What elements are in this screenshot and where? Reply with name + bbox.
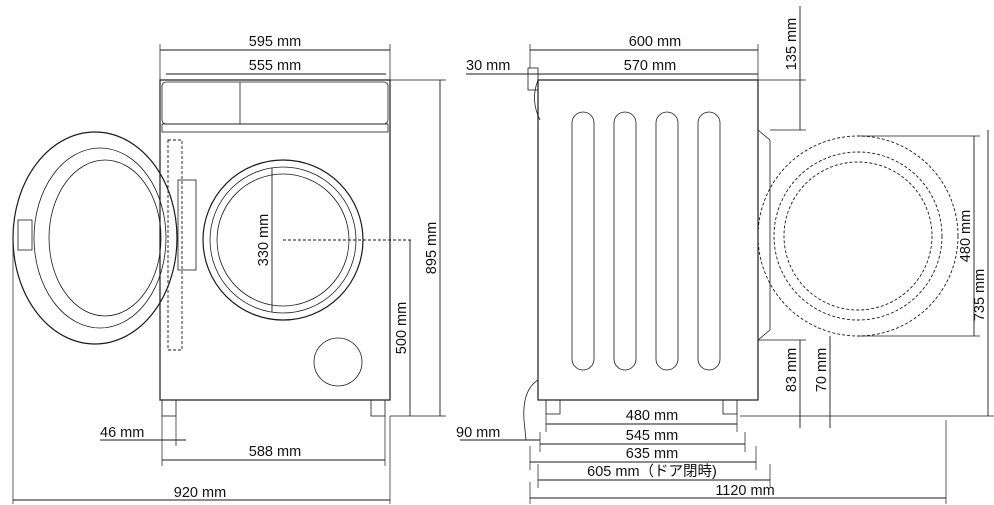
label-635: 635 mm <box>626 446 678 462</box>
filter-cap <box>313 337 363 387</box>
label-480-h: 480 mm <box>626 408 678 424</box>
front-top-panel <box>161 81 389 125</box>
side-back-curve <box>534 79 541 121</box>
front-foot-left <box>161 399 177 417</box>
label-1120: 1120 mm <box>715 483 774 499</box>
label-30: 30 mm <box>466 58 510 74</box>
side-rib-3 <box>655 111 679 371</box>
label-70: 70 mm <box>814 348 830 392</box>
open-door-glass <box>33 147 167 329</box>
door-hinge <box>177 179 197 271</box>
hinge-dashed-outline <box>167 139 183 351</box>
label-135: 135 mm <box>784 18 800 70</box>
label-555: 555 mm <box>249 58 301 74</box>
open-door-outer <box>12 131 178 345</box>
label-735: 735 mm <box>972 269 988 321</box>
side-view <box>523 67 959 441</box>
open-door-dashed-mid <box>773 151 943 321</box>
front-foot-right <box>370 399 386 417</box>
label-595: 595 mm <box>249 34 301 50</box>
open-door-dashed-inner <box>783 161 933 311</box>
side-foot-rear <box>545 399 561 415</box>
label-83: 83 mm <box>784 348 800 392</box>
label-500: 500 mm <box>394 302 410 354</box>
label-588: 588 mm <box>249 444 301 460</box>
open-door-dashed-outer <box>757 135 959 337</box>
open-door-glass-inner <box>48 159 162 317</box>
label-90: 90 mm <box>456 425 500 441</box>
front-dimensions: 595 mm 555 mm 330 mm 895 mm 500 mm 46 mm… <box>12 34 446 504</box>
label-920: 920 mm <box>174 485 226 501</box>
side-rib-4 <box>697 111 721 371</box>
side-rib-2 <box>613 111 637 371</box>
side-foot-front <box>722 399 738 415</box>
front-panel-strip <box>161 123 389 133</box>
label-605: 605 mm（ドア閉時) <box>587 463 717 480</box>
label-600: 600 mm <box>629 34 681 50</box>
side-door-profile <box>757 129 771 341</box>
label-480-v: 480 mm <box>958 210 974 262</box>
side-dimensions: 600 mm 570 mm 30 mm 135 mm 480 mm 735 mm… <box>456 6 994 504</box>
side-rib-1 <box>571 111 595 371</box>
label-46: 46 mm <box>100 425 144 441</box>
label-570: 570 mm <box>624 58 676 74</box>
label-545: 545 mm <box>626 428 678 444</box>
drain-hose <box>523 379 539 441</box>
label-330: 330 mm <box>256 214 272 266</box>
front-view <box>12 79 412 417</box>
side-cabinet <box>537 79 759 401</box>
door-handle <box>17 219 33 251</box>
side-hose-bracket <box>527 67 539 91</box>
label-895: 895 mm <box>424 222 440 274</box>
